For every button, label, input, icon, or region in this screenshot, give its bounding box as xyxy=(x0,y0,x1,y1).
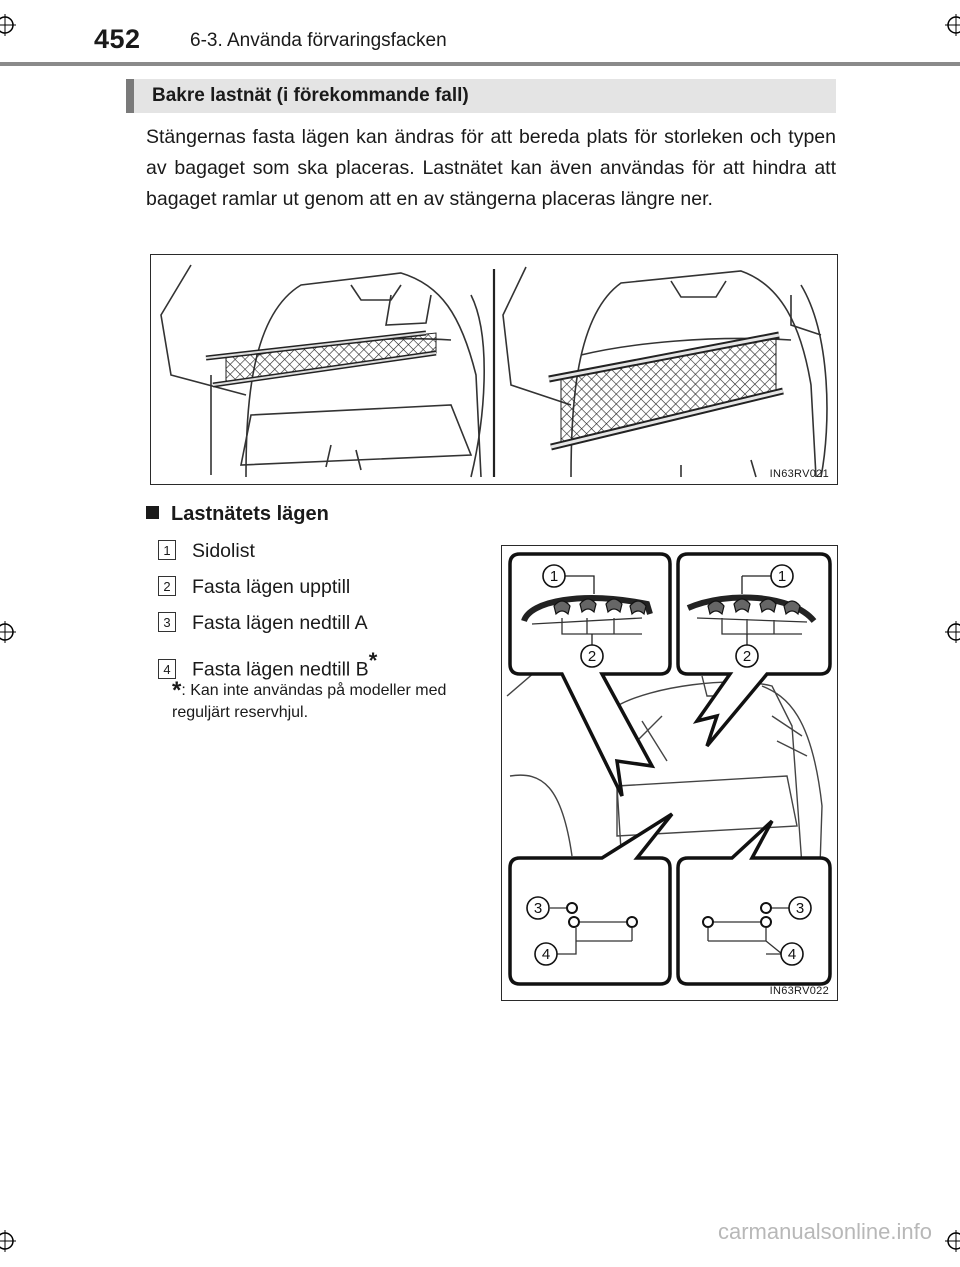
callout-bottom-right xyxy=(676,819,832,986)
item-number: 4 xyxy=(158,658,176,679)
footnote: *: Kan inte användas på modeller med reg… xyxy=(172,677,482,724)
subsection-title: Lastnätets lägen xyxy=(171,503,329,525)
watermark: carmanualsonline.info xyxy=(717,1219,932,1244)
callout-number: 2 xyxy=(588,648,596,665)
registration-mark-icon xyxy=(945,14,960,36)
list-item: 4 Fasta lägen nedtill B* xyxy=(158,648,377,682)
registration-mark-icon xyxy=(945,621,960,643)
registration-mark-icon xyxy=(945,1230,960,1252)
intro-paragraph: Stängernas fasta lägen kan ändras för at… xyxy=(146,126,836,210)
net-positions-drawing: 1 1 2 2 3 3 4 4 xyxy=(506,552,832,986)
registration-mark-icon xyxy=(0,1230,16,1252)
footnote-star: * xyxy=(172,677,182,704)
callout-number: 3 xyxy=(796,900,804,917)
item-number: 3 xyxy=(158,612,176,632)
cargo-net-illustration: IN63RV021 xyxy=(150,254,838,485)
callout-top-right xyxy=(676,552,832,748)
figure-code: IN63RV022 xyxy=(769,985,829,997)
square-bullet-icon xyxy=(146,506,159,519)
footnote-text: : Kan inte användas på modeller med regu… xyxy=(172,682,447,721)
list-item: 1 Sidolist xyxy=(158,540,255,563)
section-title: Bakre lastnät (i förekommande fall) xyxy=(152,85,469,106)
callout-number: 4 xyxy=(788,946,796,963)
cargo-net-drawing xyxy=(160,264,828,478)
page-number: 452 xyxy=(94,24,141,54)
chapter-title: 6-3. Använda förvaringsfacken xyxy=(190,30,447,51)
section-title-bar: Bakre lastnät (i förekommande fall) xyxy=(126,79,836,113)
callout-top-left xyxy=(508,552,672,797)
registration-mark-icon xyxy=(0,14,16,36)
item-label: Fasta lägen upptill xyxy=(192,576,351,598)
net-panel-left xyxy=(205,330,437,388)
callout-number: 2 xyxy=(743,648,751,665)
item-number: 2 xyxy=(158,576,176,596)
net-panel-right xyxy=(548,331,784,451)
header-divider xyxy=(0,62,960,66)
callout-number: 3 xyxy=(534,900,542,917)
list-item: 3 Fasta lägen nedtill A xyxy=(158,612,368,635)
figure-code: IN63RV021 xyxy=(769,468,829,480)
callout-number: 1 xyxy=(778,568,786,585)
callout-number: 4 xyxy=(542,946,550,963)
subsection-heading: Lastnätets lägen xyxy=(146,503,329,526)
item-label: Fasta lägen nedtill A xyxy=(192,612,368,634)
item-label: Fasta lägen nedtill B xyxy=(192,658,369,681)
net-positions-illustration: 1 1 2 2 3 3 4 4 IN63RV022 xyxy=(501,545,838,1001)
item-label: Sidolist xyxy=(192,540,255,562)
registration-mark-icon xyxy=(0,621,16,643)
callout-bottom-left xyxy=(508,812,674,986)
callout-number: 1 xyxy=(550,568,558,585)
footnote-marker: * xyxy=(368,648,378,673)
list-item: 2 Fasta lägen upptill xyxy=(158,576,350,599)
item-number: 1 xyxy=(158,540,176,560)
